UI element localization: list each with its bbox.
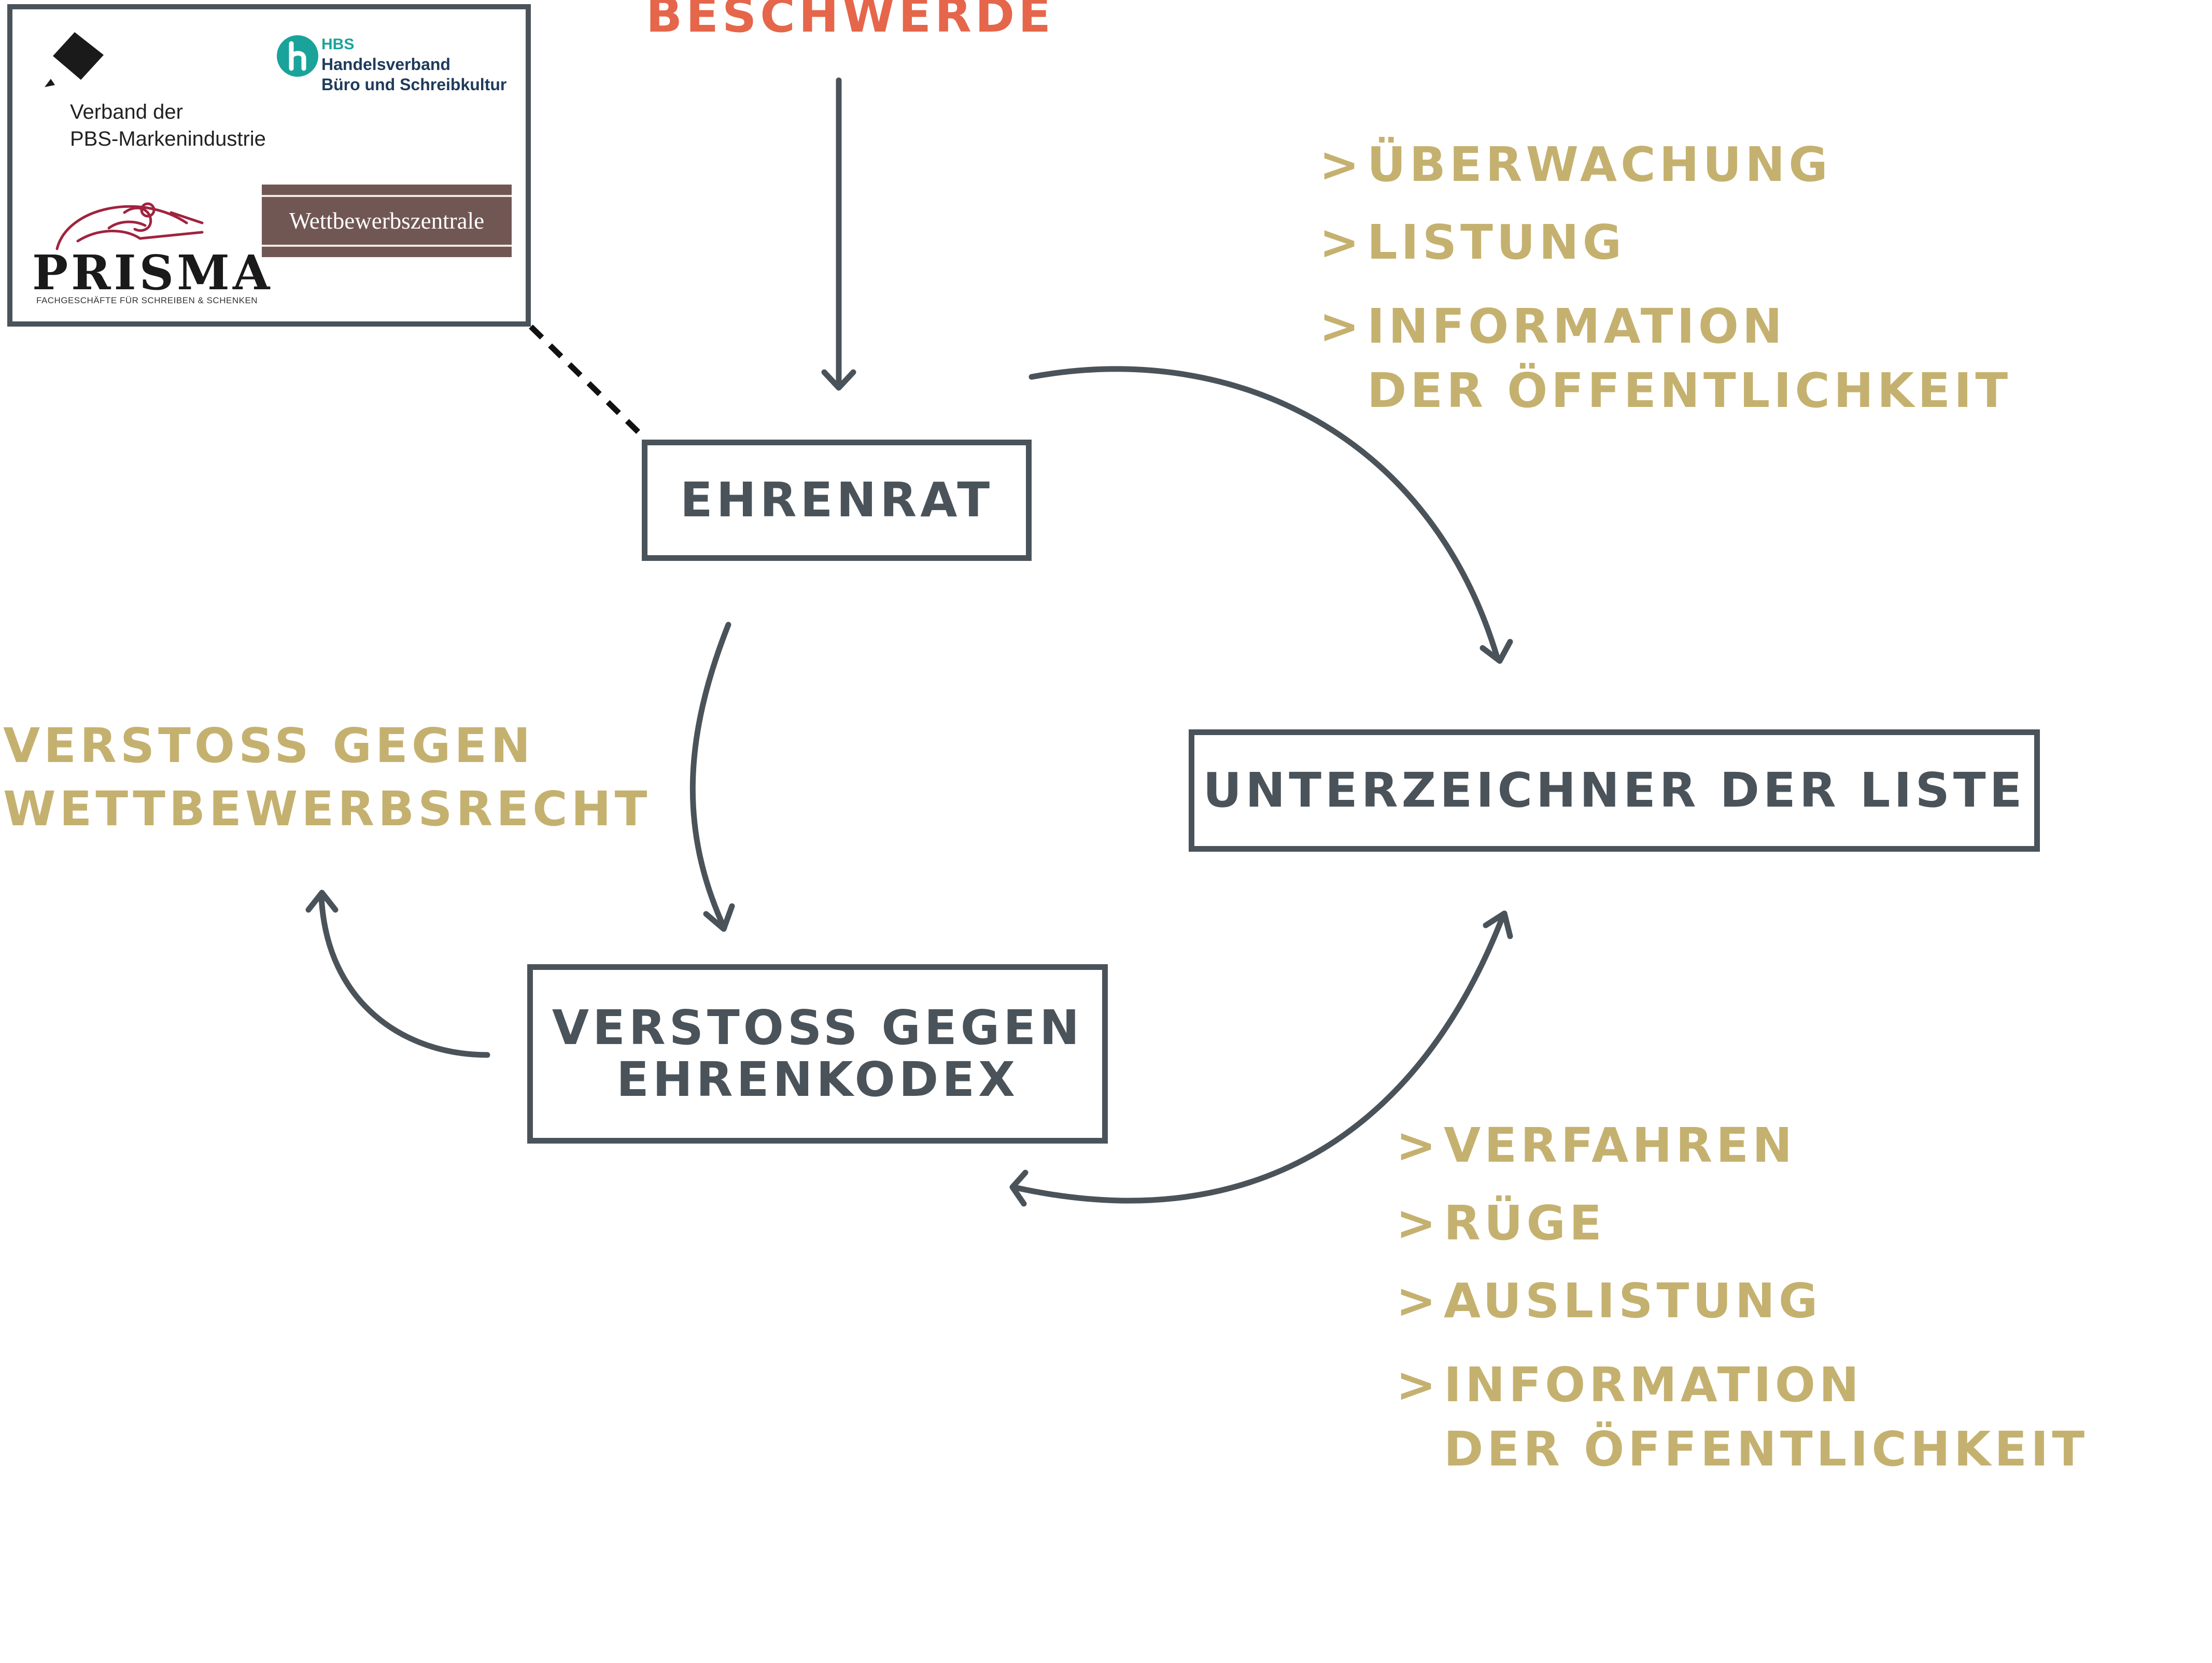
list-item: > LISTUNG — [1319, 217, 2011, 269]
bullet-marker: > — [1396, 1357, 1440, 1413]
list-item: > INFORMATION DER ÖFFENTLICHKEIT — [1396, 1353, 2088, 1482]
vdp-line1: Verband der — [70, 101, 183, 123]
wbz-rule-top — [262, 195, 512, 197]
wbz-name: Wettbewerbszentrale — [289, 208, 485, 234]
list-item: > VERFAHREN — [1396, 1120, 2088, 1172]
list-item: > INFORMATION DER ÖFFENTLICHKEIT — [1319, 294, 2011, 423]
wettbewerbszentrale-logo: Wettbewerbszentrale — [262, 185, 512, 257]
arrow-council-to-code-violation — [689, 622, 735, 932]
list-item-line: VERFAHREN — [1444, 1118, 1796, 1173]
arrow-council-to-signatories — [1028, 366, 1513, 664]
arrow-code-to-competition-violation — [305, 890, 490, 1058]
vdp-line2: PBS-Markenindustrie — [70, 128, 266, 150]
prisma-name: PRISMA — [32, 245, 273, 301]
bullet-marker: > — [1319, 299, 1363, 354]
list-item: > RÜGE — [1396, 1197, 2088, 1249]
list-item-line: DER ÖFFENTLICHKEIT — [1444, 1421, 2089, 1477]
vdp-logo-text: Verband der PBS-Markenindustrie — [70, 98, 266, 152]
list-item-line: AUSLISTUNG — [1444, 1273, 1822, 1329]
hbs-line1: Handelsverband — [321, 55, 450, 74]
bullet-marker: > — [1396, 1273, 1440, 1329]
writing-figure-icon — [55, 202, 204, 250]
hbs-logo-text: HBS Handelsverband Büro und Schreibkultu… — [321, 34, 506, 95]
hbs-abbr: HBS — [321, 36, 355, 53]
bullet-marker: > — [1319, 215, 1363, 270]
bullet-marker: > — [1396, 1118, 1440, 1173]
list-item-line: INFORMATION — [1444, 1357, 1863, 1413]
arrow-complaint-to-council — [821, 77, 856, 391]
list-item-line: DER ÖFFENTLICHKEIT — [1367, 363, 2012, 418]
sanctions-list: > VERFAHREN > RÜGE > AUSLISTUNG > INFORM… — [1396, 1120, 2088, 1482]
list-item-line: INFORMATION — [1367, 299, 1786, 354]
code-violation-line1: VERSTOSS GEGEN — [552, 1000, 1083, 1055]
bullet-marker: > — [1396, 1195, 1440, 1251]
diamond-pen-icon — [45, 32, 104, 87]
prisma-tagline: FACHGESCHÄFTE FÜR SCHREIBEN & SCHENKEN — [36, 295, 258, 305]
list-item: > ÜBERWACHUNG — [1319, 139, 2011, 191]
list-item: > AUSLISTUNG — [1396, 1275, 2088, 1327]
complaint-label: BESCHWERDE — [646, 0, 1055, 43]
code-violation-line2: EHRENKODEX — [616, 1052, 1019, 1107]
list-item-line: ÜBERWACHUNG — [1367, 137, 1831, 192]
competition-violation-line2: WETTBEWERBSRECHT — [3, 781, 651, 837]
council-box: EHRENRAT — [642, 440, 1032, 561]
competition-violation-line1: VERSTOSS GEGEN — [3, 718, 534, 773]
competition-violation-label: VERSTOSS GEGEN WETTBEWERBSRECHT — [3, 714, 651, 841]
list-item-line: RÜGE — [1444, 1195, 1605, 1251]
wbz-rule-bottom — [262, 245, 512, 247]
arrow-signatories-code-violation — [1009, 910, 1513, 1207]
bullet-marker: > — [1319, 137, 1363, 192]
list-item-line: LISTUNG — [1367, 215, 1626, 270]
signatories-box: UNTERZEICHNER DER LISTE — [1189, 729, 2040, 852]
monitoring-actions-list: > ÜBERWACHUNG > LISTUNG > INFORMATION DE… — [1319, 139, 2011, 423]
code-violation-box: VERSTOSS GEGEN EHRENKODEX — [527, 964, 1108, 1144]
hbs-line2: Büro und Schreibkultur — [321, 75, 507, 94]
letter-h-circle-icon — [277, 35, 318, 77]
dashed-connector — [529, 325, 641, 434]
